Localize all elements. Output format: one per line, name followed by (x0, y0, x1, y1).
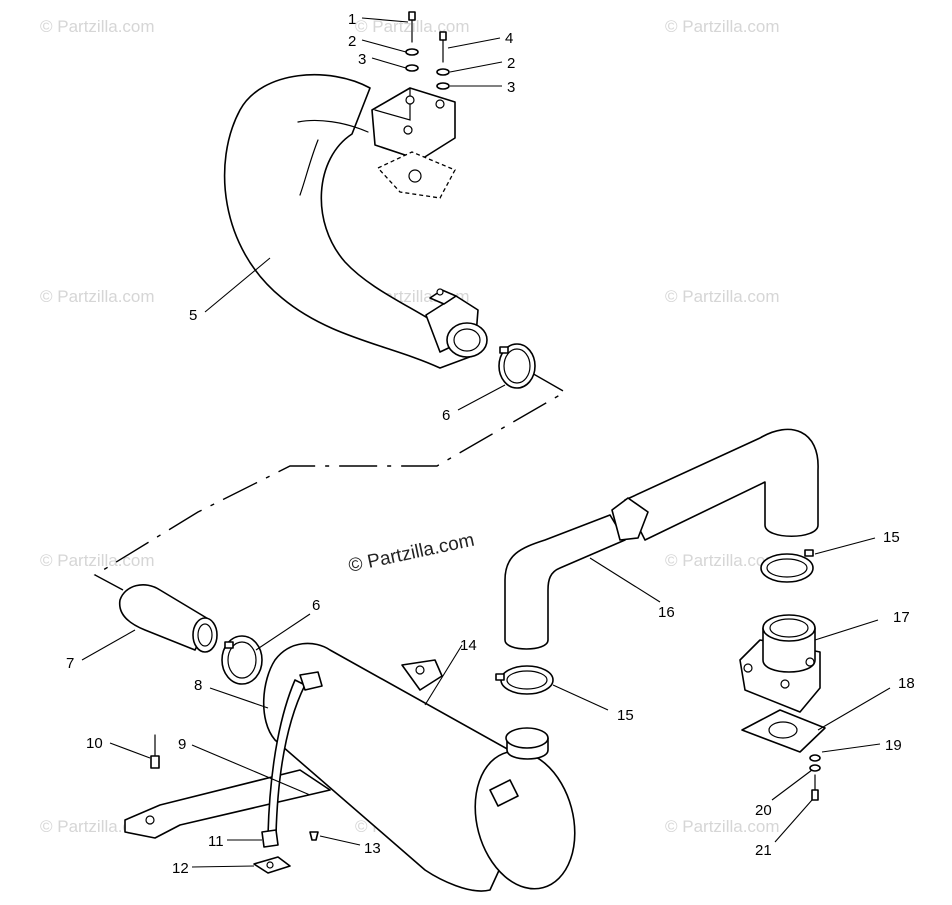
callout-6: 6 (312, 597, 320, 614)
callout-7: 7 (66, 655, 74, 672)
assembly-dash-line (93, 371, 567, 591)
callout-16: 16 (658, 604, 675, 621)
clamp-upper (498, 343, 536, 389)
callout-11: 11 (208, 833, 224, 850)
callout-15: 15 (617, 707, 634, 724)
callout-12: 12 (172, 860, 189, 877)
clamp-tail-lower (495, 665, 554, 695)
callout-3: 3 (358, 51, 366, 68)
muffler-bracket (124, 769, 331, 839)
callout-2: 2 (507, 55, 515, 72)
strap-clip (261, 829, 279, 848)
clamp-lower (221, 635, 263, 685)
bolt-set-right (436, 31, 450, 90)
callout-1: 1 (348, 11, 356, 28)
strap-mount-plate (253, 856, 291, 874)
tail-pipe (504, 428, 819, 650)
watermark: © Partzilla.com (665, 17, 780, 36)
callout-15: 15 (883, 529, 900, 546)
callout-13: 13 (364, 840, 381, 857)
outlet-gasket (741, 709, 826, 753)
clamp-tail-upper (760, 549, 814, 583)
callout-10: 10 (86, 735, 103, 752)
callout-5: 5 (189, 307, 197, 324)
muffler (262, 642, 576, 892)
outlet-flange (739, 614, 821, 713)
connector-pipe (118, 584, 218, 653)
bolt-set-left (405, 11, 419, 72)
outlet-hardware (809, 754, 821, 801)
head-pipe-flange (371, 87, 456, 199)
leader-lines (81, 17, 891, 868)
watermark: © Partzilla.com (40, 17, 155, 36)
callout-17: 17 (893, 609, 910, 626)
watermark-center: © Partzilla.com (347, 530, 477, 577)
callout-6: 6 (442, 407, 450, 424)
watermark: © Partzilla.com (665, 287, 780, 306)
callout-8: 8 (194, 677, 202, 694)
callout-18: 18 (898, 675, 915, 692)
watermark: © Partzilla.com (40, 551, 155, 570)
callout-14: 14 (460, 637, 477, 654)
watermark: © Partzilla.com (40, 287, 155, 306)
callout-19: 19 (885, 737, 902, 754)
rivet-13 (309, 831, 319, 841)
watermark: © Partzilla.com (665, 551, 780, 570)
watermark: © Partzilla.com (665, 817, 780, 836)
callout-20: 20 (755, 802, 772, 819)
callout-4: 4 (505, 30, 513, 47)
callout-9: 9 (178, 736, 186, 753)
callout-3: 3 (507, 79, 515, 96)
callout-labels: 1 2 3 4 2 3 5 6 6 7 8 9 10 11 12 13 14 1… (66, 11, 915, 877)
callout-21: 21 (755, 842, 772, 859)
head-pipe (223, 73, 488, 369)
callout-2: 2 (348, 33, 356, 50)
rivet-10 (150, 734, 160, 769)
